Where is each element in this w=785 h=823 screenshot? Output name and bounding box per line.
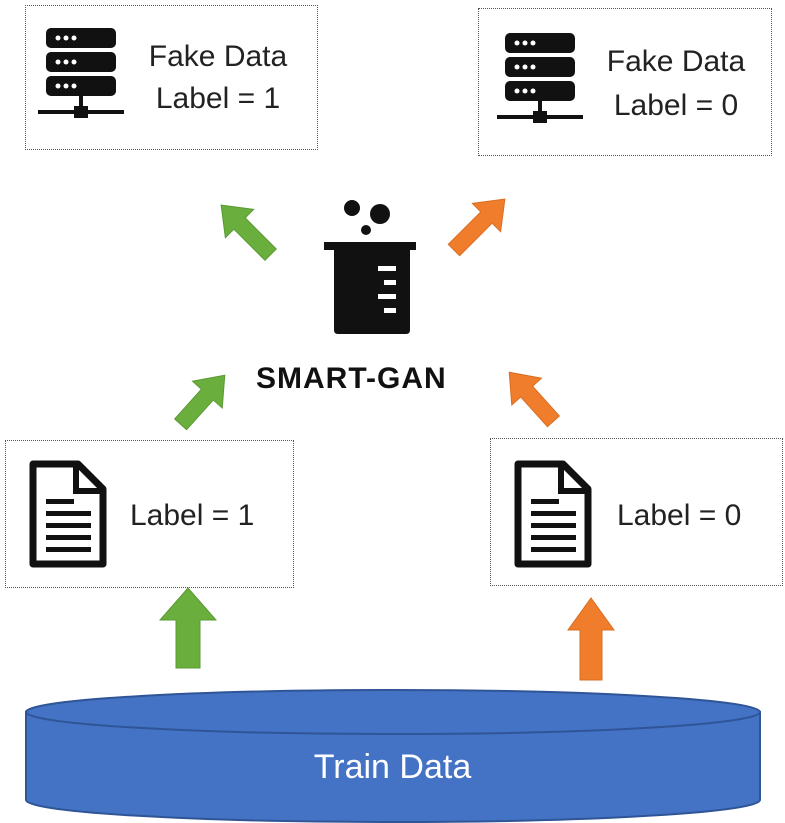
green-arrow-to-fake-1 bbox=[220, 204, 277, 261]
fake-data-box-label-1: Fake Data Label = 1 bbox=[25, 5, 318, 150]
fake-data-label: Label = 1 bbox=[155, 82, 281, 115]
smart-gan-title: SMART-GAN bbox=[256, 362, 447, 395]
fake-data-label: Label = 0 bbox=[613, 89, 739, 122]
label-text: Label = 1 bbox=[130, 499, 255, 532]
beaker-icon bbox=[324, 200, 416, 334]
green-arrow-up-left bbox=[158, 587, 218, 669]
fake-data-box-label-0: Fake Data Label = 0 bbox=[478, 8, 772, 156]
server-icon bbox=[497, 33, 583, 123]
server-icon bbox=[38, 28, 124, 118]
real-data-box-label-0: Label = 0 bbox=[490, 438, 783, 586]
orange-arrow-to-gan bbox=[508, 371, 561, 428]
orange-arrow-to-fake-0 bbox=[447, 198, 506, 257]
document-icon bbox=[29, 460, 107, 568]
train-data-label: Train Data bbox=[313, 748, 472, 786]
real-data-box-label-1: Label = 1 bbox=[5, 440, 294, 588]
fake-data-title: Fake Data bbox=[148, 40, 288, 73]
document-icon bbox=[514, 460, 592, 568]
orange-arrow-up-right bbox=[567, 597, 615, 681]
green-arrow-to-gan bbox=[173, 374, 226, 431]
fake-data-title: Fake Data bbox=[606, 45, 746, 78]
label-text: Label = 0 bbox=[617, 499, 742, 532]
